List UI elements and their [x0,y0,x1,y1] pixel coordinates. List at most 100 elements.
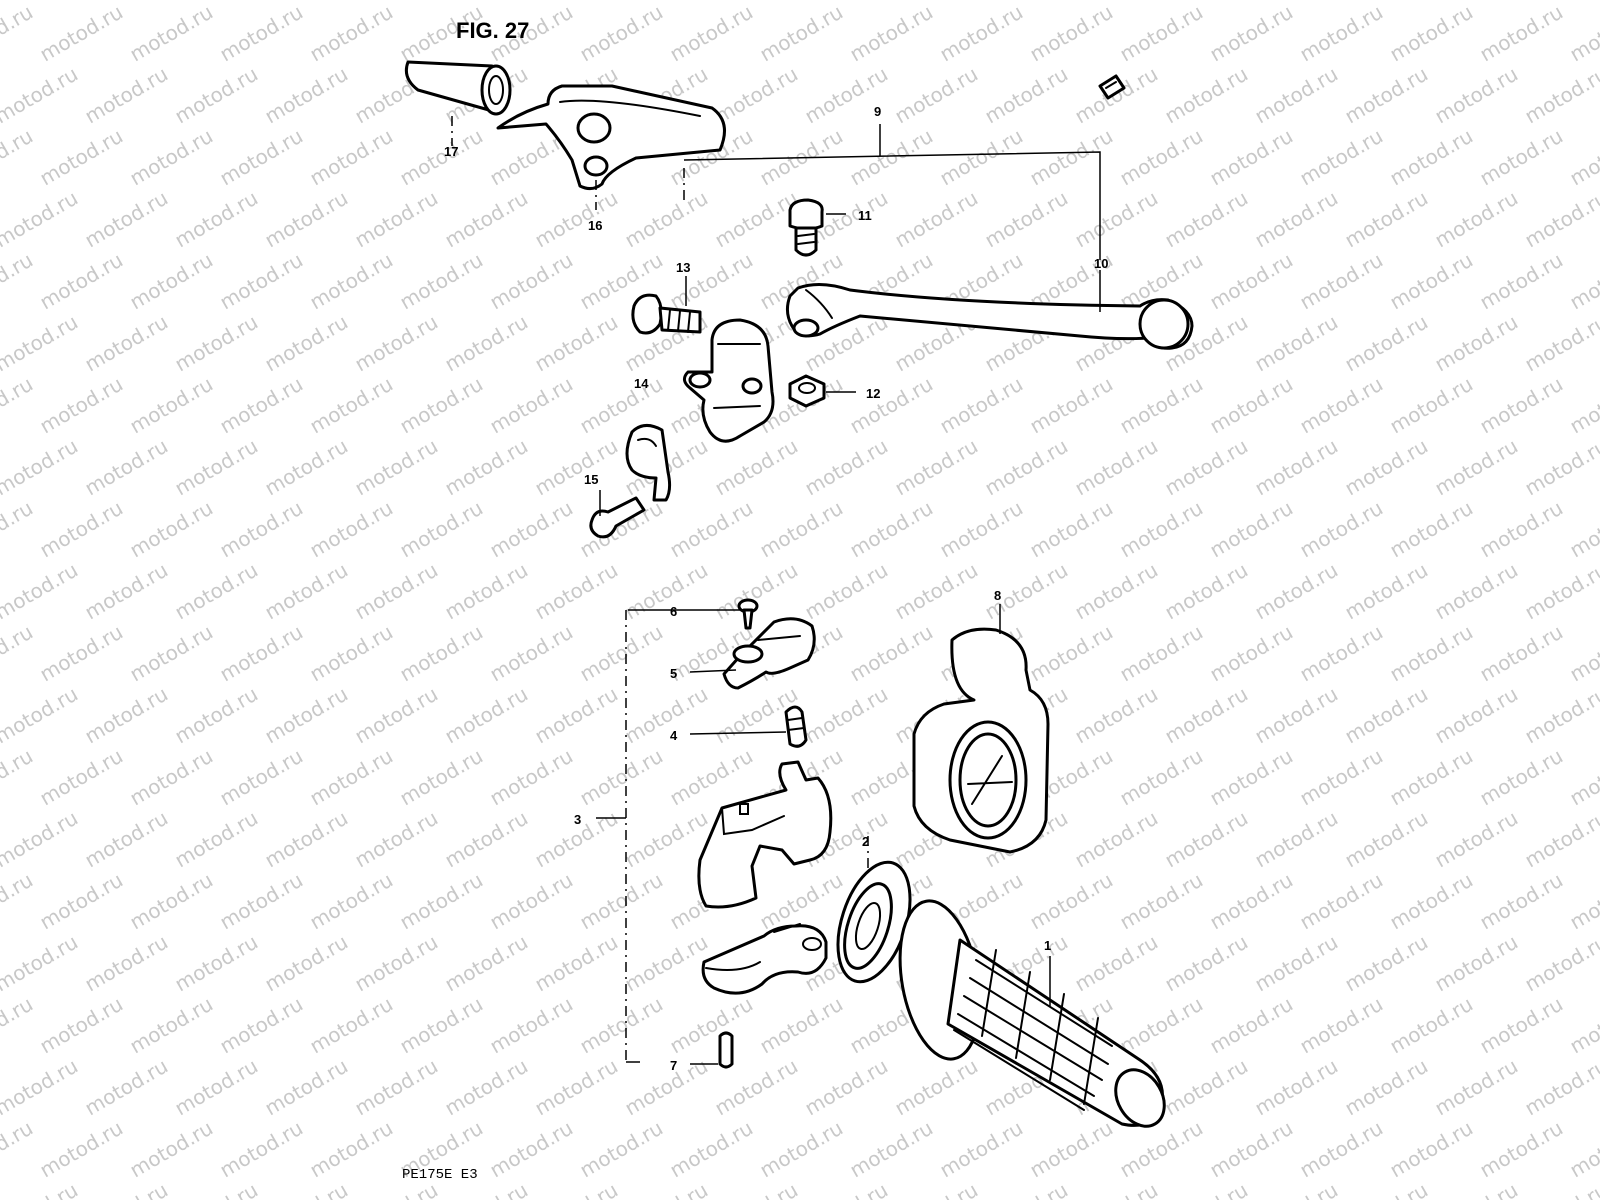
watermark-text: motod.ru [81,62,172,129]
watermark-text: motod.ru [36,496,127,563]
figure-code: PE175E E3 [402,1167,478,1183]
watermark-text: motod.ru [0,558,82,625]
watermark-text: motod.ru [486,992,577,1059]
nut [788,374,826,408]
watermark-text: motod.ru [711,0,802,4]
watermark-text: motod.ru [1566,1116,1600,1183]
watermark-text: motod.ru [1206,0,1297,66]
watermark-text: motod.ru [441,806,532,873]
watermark-text: motod.ru [0,434,82,501]
watermark-text: motod.ru [441,310,532,377]
watermark-text: motod.ru [261,0,352,4]
watermark-text: motod.ru [1521,62,1600,129]
watermark-text: motod.ru [396,992,487,1059]
watermark-text: motod.ru [1521,186,1600,253]
watermark-text: motod.ru [531,1178,622,1200]
watermark-text: motod.ru [621,558,712,625]
watermark-text: motod.ru [1341,310,1432,377]
watermark-text: motod.ru [81,1178,172,1200]
watermark-text: motod.ru [351,806,442,873]
adjuster-bolt [631,293,702,335]
watermark-text: motod.ru [441,1054,532,1121]
watermark-text: motod.ru [1431,434,1522,501]
watermark-text: motod.ru [1431,1054,1522,1121]
watermark-text: motod.ru [1386,992,1477,1059]
watermark-text: motod.ru [0,744,37,811]
watermark-text: motod.ru [1071,930,1162,997]
watermark-text: motod.ru [801,1054,892,1121]
watermark-text: motod.ru [441,930,532,997]
watermark-text: motod.ru [981,186,1072,253]
watermark-text: motod.ru [1431,930,1522,997]
lever-holder [683,318,775,443]
watermark-text: motod.ru [396,744,487,811]
watermark-text: motod.ru [1206,372,1297,439]
watermark-text: motod.ru [711,434,802,501]
callout-15: 15 [584,472,598,487]
watermark-text: motod.ru [981,1178,1072,1200]
watermark-text: motod.ru [1296,496,1387,563]
watermark-text: motod.ru [1251,310,1342,377]
watermark-text: motod.ru [621,0,712,4]
watermark-text: motod.ru [1476,0,1567,66]
watermark-text: motod.ru [1341,0,1432,4]
watermark-text: motod.ru [1251,682,1342,749]
watermark-text: motod.ru [261,186,352,253]
watermark-text: motod.ru [36,1116,127,1183]
throttle-housing-upper [697,760,833,909]
watermark-text: motod.ru [1296,992,1387,1059]
watermark-text: motod.ru [486,620,577,687]
watermark-text: motod.ru [396,248,487,315]
watermark-text: motod.ru [216,372,307,439]
watermark-text: motod.ru [1476,868,1567,935]
watermark-text: motod.ru [0,806,82,873]
watermark-text: motod.ru [846,1116,937,1183]
watermark-text: motod.ru [711,558,802,625]
watermark-text: motod.ru [936,0,1027,66]
watermark-text: motod.ru [1431,0,1522,4]
callout-10: 10 [1094,256,1108,271]
watermark-text: motod.ru [1116,620,1207,687]
watermark-text: motod.ru [216,992,307,1059]
callout-17: 17 [444,144,458,159]
watermark-text: motod.ru [0,0,37,66]
watermark-text: motod.ru [486,372,577,439]
watermark-text: motod.ru [1566,248,1600,315]
watermark-text: motod.ru [306,868,397,935]
watermark-text: motod.ru [486,496,577,563]
watermark-text: motod.ru [1116,868,1207,935]
watermark-text: motod.ru [576,0,667,66]
watermark-text: motod.ru [531,1054,622,1121]
watermark-text: motod.ru [621,1178,712,1200]
watermark-text: motod.ru [1386,744,1477,811]
watermark-text: motod.ru [1251,1178,1342,1200]
watermark-text: motod.ru [1116,0,1207,66]
watermark-text: motod.ru [0,0,82,4]
watermark-text: motod.ru [1296,248,1387,315]
watermark-text: motod.ru [1116,992,1207,1059]
watermark-text: motod.ru [531,0,622,4]
watermark-text: motod.ru [621,682,712,749]
watermark-text: motod.ru [306,1116,397,1183]
watermark-text: motod.ru [1476,372,1567,439]
watermark-text: motod.ru [171,1178,262,1200]
watermark-text: motod.ru [396,620,487,687]
watermark-text: motod.ru [1521,558,1600,625]
watermark-text: motod.ru [171,1054,262,1121]
watermark-text: motod.ru [576,1116,667,1183]
watermark-text: motod.ru [891,1178,982,1200]
watermark-text: motod.ru [81,930,172,997]
watermark-text: motod.ru [306,124,397,191]
watermark-text: motod.ru [351,310,442,377]
dust-cover [404,60,512,116]
watermark-text: motod.ru [621,186,712,253]
watermark-text: motod.ru [531,186,622,253]
watermark-text: motod.ru [1296,744,1387,811]
throttle-housing-lower [701,923,828,995]
watermark-text: motod.ru [216,124,307,191]
callout-8: 8 [994,588,1001,603]
watermark-text: motod.ru [531,558,622,625]
watermark-text: motod.ru [1431,682,1522,749]
watermark-text: motod.ru [1386,124,1477,191]
watermark-text: motod.ru [0,1054,82,1121]
